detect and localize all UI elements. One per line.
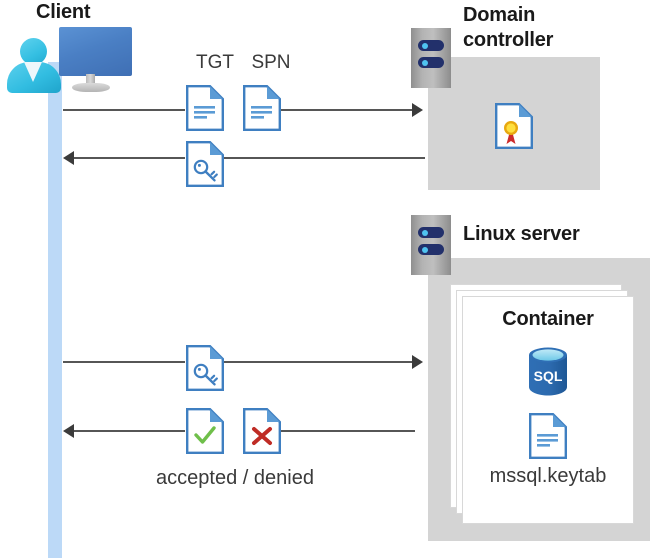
tgt-document-icon — [186, 85, 224, 131]
svg-text:SQL: SQL — [534, 368, 563, 384]
flow-request-line-right — [281, 109, 415, 111]
denied-document-icon — [243, 408, 281, 454]
keytab-file-label: mssql.keytab — [489, 465, 607, 487]
container-card-front[interactable]: Container SQL — [462, 296, 634, 524]
domain-controller-label: Domain controller — [463, 4, 554, 51]
container-label: Container — [502, 308, 594, 330]
monitor-screen-icon — [59, 27, 132, 76]
spn-document-icon — [243, 85, 281, 131]
flow-result-line-left — [74, 430, 185, 432]
accepted-denied-label: accepted / denied — [156, 467, 314, 489]
client-lifeline — [48, 62, 62, 558]
person-collar-icon — [24, 62, 42, 82]
flow-ticket-arrowhead — [63, 151, 74, 165]
accepted-document-icon — [186, 408, 224, 454]
certificate-document-icon — [495, 103, 533, 149]
domain-controller-server-rack-icon — [411, 28, 451, 88]
sql-database-icon: SQL — [526, 345, 570, 397]
client-label: Client — [36, 1, 91, 23]
flow-present-line-left — [63, 361, 185, 363]
linux-server-label: Linux server — [463, 223, 580, 245]
spn-label: SPN — [251, 52, 291, 73]
flow-request-line-left — [63, 109, 185, 111]
tgt-label: TGT — [196, 52, 234, 73]
keytab-document-icon — [529, 413, 567, 459]
linux-server-server-rack-icon — [411, 215, 451, 275]
flow-result-line-right — [281, 430, 415, 432]
flow-result-arrowhead — [63, 424, 74, 438]
flow-present-arrowhead — [412, 355, 423, 369]
flow-ticket-line-left — [74, 157, 185, 159]
key-document-icon-2 — [186, 345, 224, 391]
monitor-stand-icon — [86, 74, 95, 88]
person-head-icon — [20, 38, 47, 65]
flow-present-line-right — [224, 361, 415, 363]
key-document-icon — [186, 141, 224, 187]
flow-ticket-line-right — [224, 157, 425, 159]
user-computer-icon — [0, 0, 140, 100]
flow-request-arrowhead — [412, 103, 423, 117]
monitor-base-icon — [72, 83, 110, 92]
